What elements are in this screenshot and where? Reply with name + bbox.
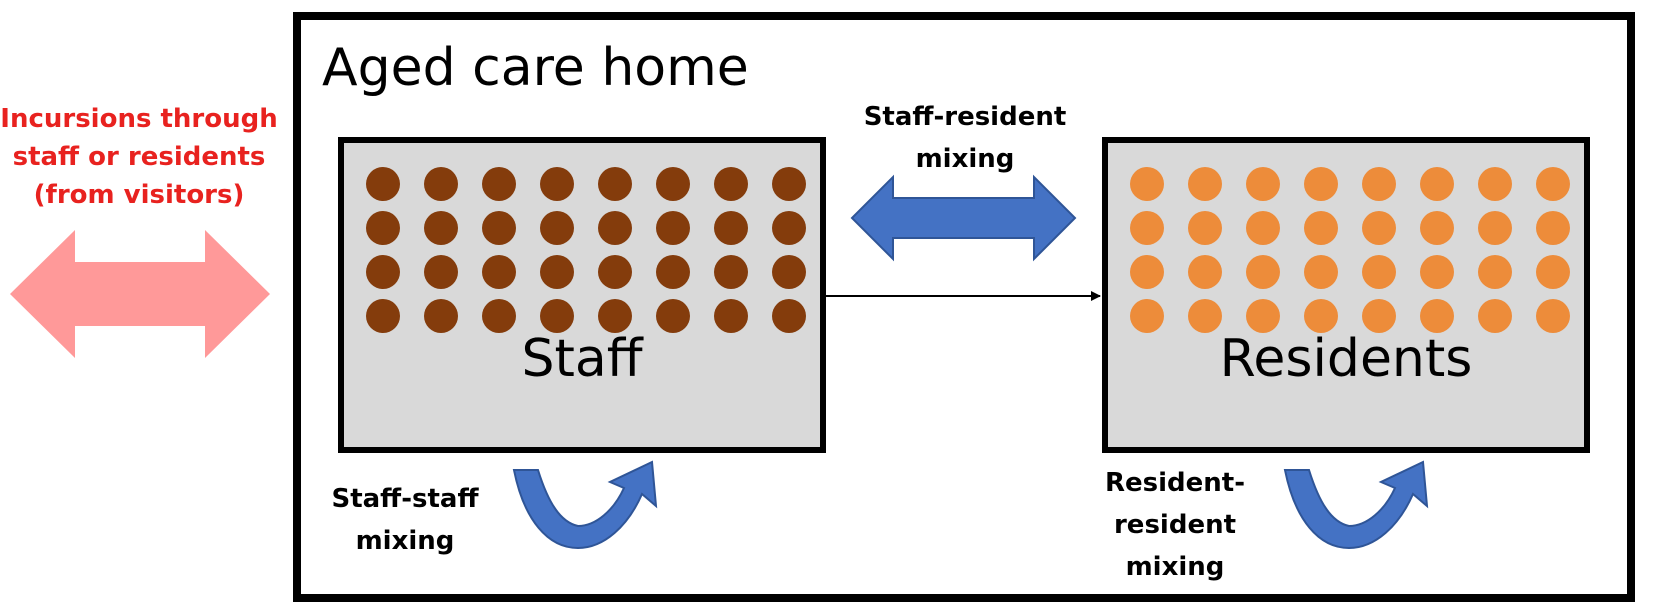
staff-dot	[714, 299, 748, 333]
staff-dot	[540, 299, 574, 333]
resident-dot	[1362, 255, 1396, 289]
resident-dot	[1246, 255, 1280, 289]
staff-dot	[714, 255, 748, 289]
resident-dot	[1130, 167, 1164, 201]
incursion-double-arrow-icon	[10, 230, 270, 358]
staff-dot	[424, 167, 458, 201]
staff-dot	[656, 255, 690, 289]
staff-dot	[482, 255, 516, 289]
incursions-label-line-1: Incursions through	[0, 104, 278, 134]
staff-dot	[772, 167, 806, 201]
staff-box: Staff	[338, 137, 826, 453]
staff-staff-mixing-line-1: Staff-staff	[331, 484, 479, 514]
resident-dot	[1536, 299, 1570, 333]
staff-dot	[366, 299, 400, 333]
resident-dot	[1130, 255, 1164, 289]
staff-dots	[366, 167, 806, 333]
staff-dot	[714, 167, 748, 201]
staff-dot	[772, 211, 806, 245]
staff-staff-mixing-label: Staff-staff mixing	[320, 478, 490, 562]
resident-dot	[1362, 167, 1396, 201]
resident-resident-mixing-label: Resident- resident mixing	[1090, 462, 1260, 588]
resident-dot	[1304, 167, 1338, 201]
residents-box: Residents	[1102, 137, 1590, 453]
staff-dot	[482, 211, 516, 245]
resident-dot	[1536, 167, 1570, 201]
staff-dot	[772, 299, 806, 333]
staff-dot	[598, 299, 632, 333]
resident-dot	[1478, 299, 1512, 333]
staff-label: Staff	[521, 329, 643, 389]
staff-resident-mixing-label: Staff-resident mixing	[840, 96, 1090, 180]
resident-dot	[1246, 167, 1280, 201]
resident-dot	[1304, 211, 1338, 245]
aged-care-home-title: Aged care home	[322, 38, 749, 98]
staff-dot	[424, 299, 458, 333]
resident-dot	[1188, 167, 1222, 201]
staff-dot	[366, 211, 400, 245]
resident-dot	[1420, 211, 1454, 245]
resident-dot	[1536, 211, 1570, 245]
staff-resident-mixing-line-1: Staff-resident	[863, 102, 1067, 132]
staff-dot	[598, 167, 632, 201]
staff-dot	[482, 299, 516, 333]
resident-dot	[1362, 211, 1396, 245]
resident-dot	[1246, 299, 1280, 333]
resident-dot	[1478, 167, 1512, 201]
resident-dot	[1130, 211, 1164, 245]
staff-dot	[366, 167, 400, 201]
incursions-label: Incursions through staff or residents (f…	[0, 100, 278, 214]
residents-label: Residents	[1219, 329, 1473, 389]
staff-resident-double-arrow-icon	[850, 174, 1077, 262]
staff-dot	[540, 255, 574, 289]
staff-dot	[366, 255, 400, 289]
resident-dot	[1188, 255, 1222, 289]
resident-resident-mixing-line-1: Resident-	[1104, 468, 1246, 498]
staff-dot	[540, 211, 574, 245]
staff-dot	[656, 211, 690, 245]
resident-dot	[1478, 255, 1512, 289]
resident-dot	[1478, 211, 1512, 245]
staff-staff-curved-arrow-icon	[512, 460, 658, 550]
resident-dot	[1304, 255, 1338, 289]
resident-resident-mixing-line-3: mixing	[1125, 552, 1225, 582]
staff-staff-mixing-line-2: mixing	[355, 526, 455, 556]
staff-dot	[598, 255, 632, 289]
incursions-label-line-2: staff or residents	[12, 142, 266, 172]
resident-resident-curved-arrow-icon	[1283, 460, 1429, 550]
staff-dot	[772, 255, 806, 289]
staff-dot	[598, 211, 632, 245]
staff-dot	[714, 211, 748, 245]
staff-dot	[540, 167, 574, 201]
staff-dot	[424, 211, 458, 245]
staff-dot	[424, 255, 458, 289]
resident-dot	[1536, 255, 1570, 289]
staff-resident-mixing-line-2: mixing	[915, 144, 1015, 174]
resident-dot	[1362, 299, 1396, 333]
resident-dot	[1246, 211, 1280, 245]
resident-dot	[1188, 299, 1222, 333]
staff-dot	[656, 167, 690, 201]
resident-dot	[1130, 299, 1164, 333]
resident-dot	[1420, 299, 1454, 333]
resident-dots	[1130, 167, 1570, 333]
resident-dot	[1420, 255, 1454, 289]
resident-dot	[1188, 211, 1222, 245]
resident-resident-mixing-line-2: resident	[1113, 510, 1237, 540]
incursions-label-line-3: (from visitors)	[33, 180, 245, 210]
staff-dot	[656, 299, 690, 333]
staff-dot	[482, 167, 516, 201]
resident-dot	[1304, 299, 1338, 333]
resident-dot	[1420, 167, 1454, 201]
